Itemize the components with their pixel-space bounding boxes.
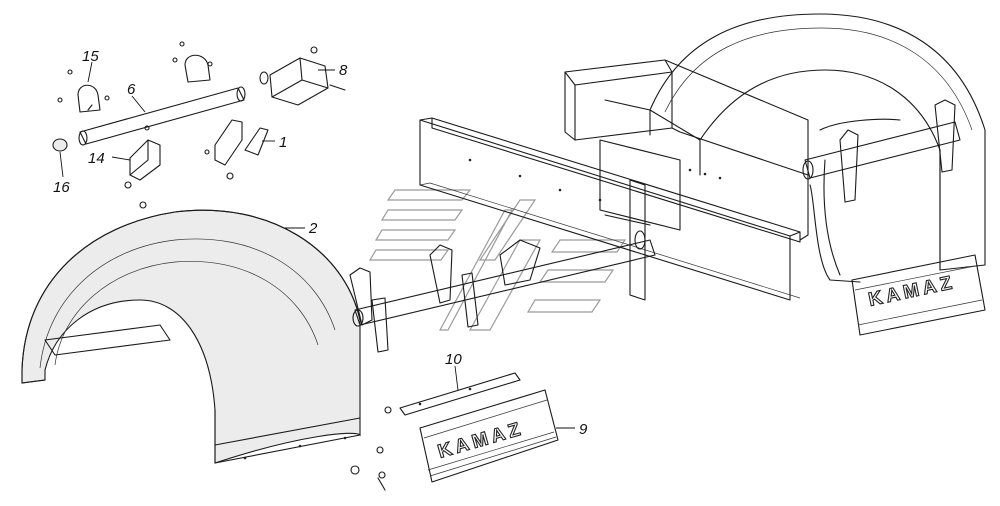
mudflap-assembled-brand: KAMAZ <box>867 272 958 311</box>
mudflap-part-9-brand: KAMAZ <box>436 418 527 463</box>
callout-6: 6 <box>127 81 136 98</box>
rear-fender-assembled <box>649 13 986 283</box>
watermark-logo <box>368 189 627 331</box>
callout-1: 1 <box>279 134 287 151</box>
strip-part-10 <box>399 372 521 416</box>
bracket-tube-assembly <box>349 230 656 353</box>
frame-rail-rear <box>564 59 809 241</box>
callout-15: 15 <box>82 48 99 65</box>
bracket-part-14 <box>124 125 161 209</box>
leader-lines <box>59 61 575 429</box>
tube-part-6 <box>78 86 246 146</box>
callout-labels: 15 6 8 1 14 16 2 10 9 <box>53 48 588 438</box>
callout-10: 10 <box>445 351 462 368</box>
callout-9: 9 <box>579 421 588 438</box>
cross-member <box>599 139 681 301</box>
fasteners-bottom <box>350 406 392 491</box>
fender-part-2 <box>21 209 361 464</box>
callout-8: 8 <box>339 62 348 79</box>
frame-rail-front <box>419 117 801 301</box>
bracket-part-1 <box>204 119 269 180</box>
cap-part-16 <box>52 138 68 152</box>
callout-14: 14 <box>88 150 105 167</box>
callout-16: 16 <box>53 179 70 196</box>
callout-2: 2 <box>308 220 318 237</box>
hinge-part-8 <box>259 46 346 106</box>
clamp-set-top <box>172 41 213 83</box>
clamp-part-15 <box>57 69 110 113</box>
